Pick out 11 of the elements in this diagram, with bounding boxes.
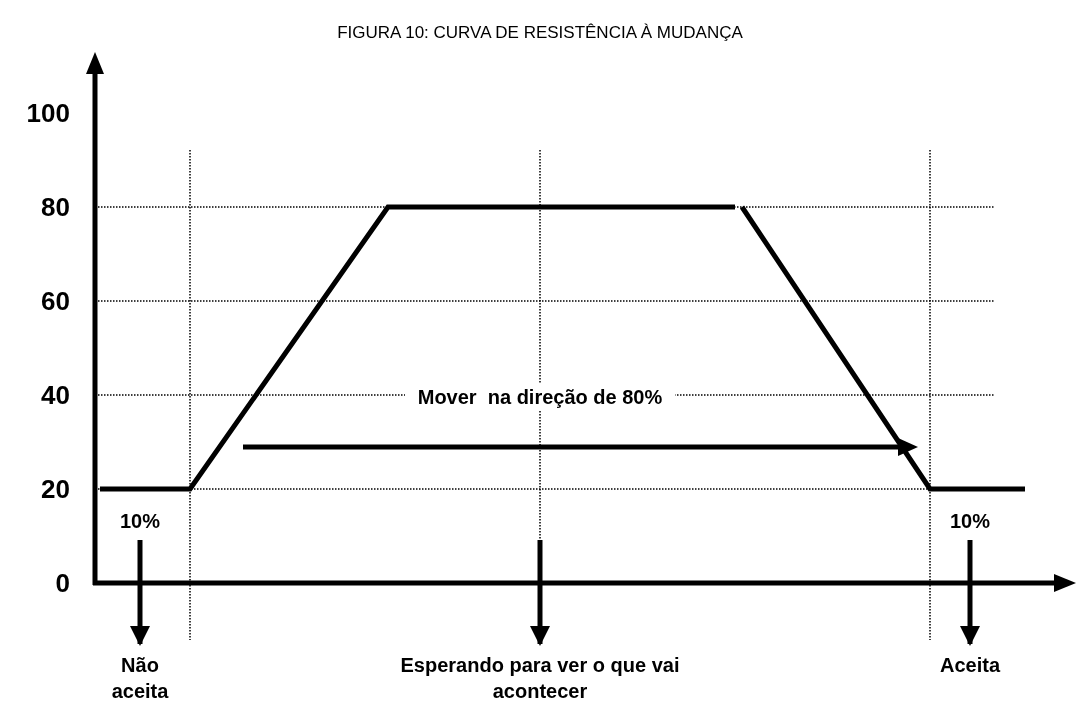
direction-label: Mover na direção de 80% <box>405 384 675 410</box>
axis-tick-label: 0 <box>54 570 70 596</box>
axis-tick-label: 20 <box>40 476 70 502</box>
axis-tick-label: 80 <box>40 194 70 220</box>
chart-title: FIGURA 10: CURVA DE RESISTÊNCIA À MUDANÇA <box>336 22 744 44</box>
axis-tick-label: 60 <box>40 288 70 314</box>
arrow <box>530 540 550 646</box>
axis-tick-label: 40 <box>40 382 70 408</box>
arrow <box>960 540 980 646</box>
arrow <box>130 540 150 646</box>
axis-tick-label: 100 <box>25 100 70 126</box>
